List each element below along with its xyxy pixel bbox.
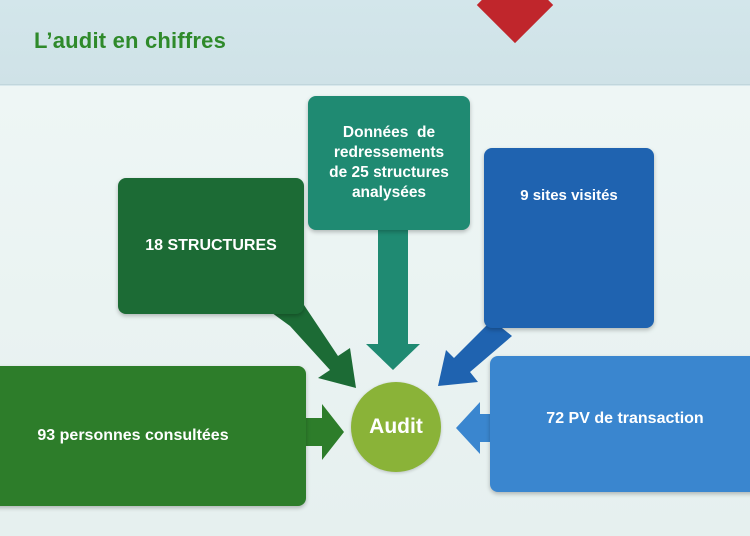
box-donnees-line-3: de 25 structures	[329, 164, 449, 181]
header-band: L’audit en chiffres	[0, 0, 750, 85]
box-9-sites-visites: 9 sites visités	[484, 148, 654, 328]
arrow-sites	[438, 320, 512, 386]
box-93-personnes-label: 93 personnes consultées	[37, 426, 229, 444]
box-donnees-line-1: Données de	[342, 124, 436, 142]
arrow-personnes	[306, 404, 344, 460]
audit-center-label: Audit	[369, 415, 423, 438]
box-donnees-line-4: analysées	[351, 183, 427, 201]
box-18-structures-label: 18 STRUCTURES	[145, 236, 277, 254]
box-72-pv: 72 PV de transaction	[490, 356, 750, 492]
arrow-pv	[456, 402, 492, 454]
box-9-sites-label: 9 sites visités	[520, 187, 618, 205]
arrow-donnees	[366, 228, 420, 370]
box-93-personnes: 93 personnes consultées	[0, 366, 306, 506]
box-18-structures: 18 STRUCTURES	[118, 178, 304, 314]
slide-title: L’audit en chiffres	[34, 28, 227, 53]
box-donnees-redressements: Données de redressements de 25 structure…	[308, 96, 470, 230]
box-donnees-line-2: redressements	[333, 144, 445, 162]
box-72-pv-label: 72 PV de transaction	[546, 409, 704, 427]
arrow-structures	[268, 296, 356, 388]
audit-center-circle: Audit	[351, 382, 441, 472]
